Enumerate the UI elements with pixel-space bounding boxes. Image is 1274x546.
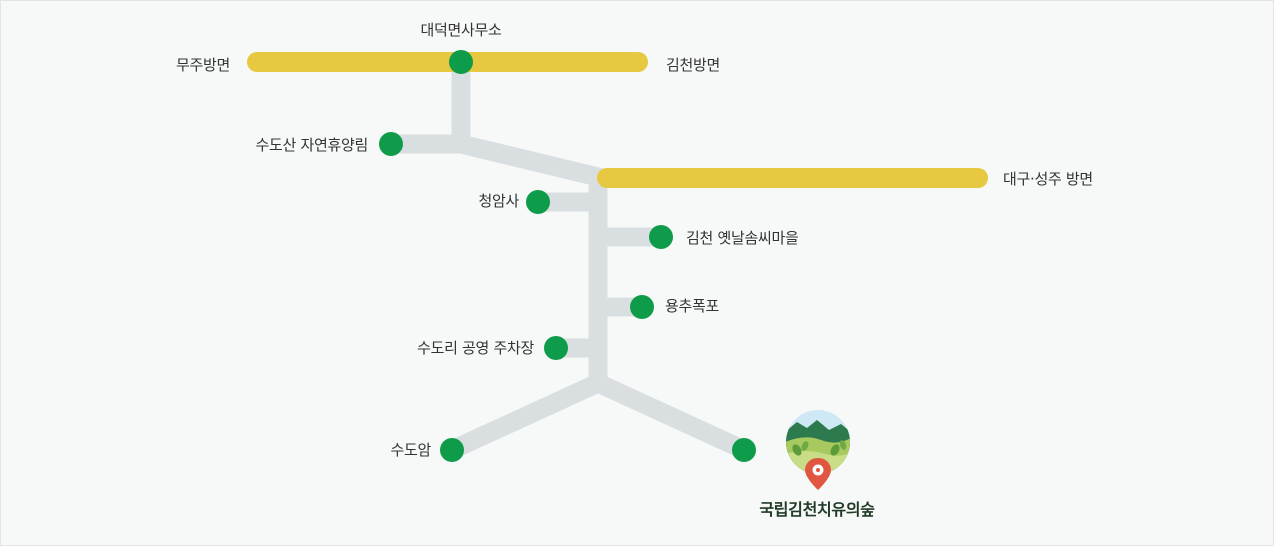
label-gimcheon: 김천방면 (666, 56, 721, 74)
label-sudosan-forest: 수도산 자연휴양림 (255, 136, 369, 154)
label-destination: 국립김천치유의숲 (759, 500, 875, 519)
access-road-trunk-north (451, 63, 608, 387)
stop-destination (732, 438, 756, 462)
label-sudori-parking: 수도리 공영 주차장 (417, 339, 534, 357)
label-yongchu-falls: 용추폭포 (665, 297, 720, 315)
stop-old-village (649, 225, 673, 249)
stop-sudoam (440, 438, 464, 462)
stop-daedeok-office (449, 50, 473, 74)
label-daegu-seongju: 대구·성주 방면 (1003, 170, 1093, 188)
forest-location-pin-icon (786, 410, 850, 490)
access-road-forest (594, 374, 748, 459)
label-muju: 무주방면 (175, 56, 230, 74)
stop-sudosan-forest (379, 132, 403, 156)
stop-sudori-parking (544, 336, 568, 360)
stop-cheongamsa (526, 190, 550, 214)
stop-yongchu-falls (630, 295, 654, 319)
label-old-village: 김천 옛날솜씨마을 (686, 229, 799, 247)
access-road-sudoam (448, 374, 602, 459)
label-cheongamsa: 청암사 (478, 192, 519, 210)
label-daedeok-office: 대덕면사무소 (420, 21, 502, 39)
label-sudoam: 수도암 (390, 441, 431, 459)
